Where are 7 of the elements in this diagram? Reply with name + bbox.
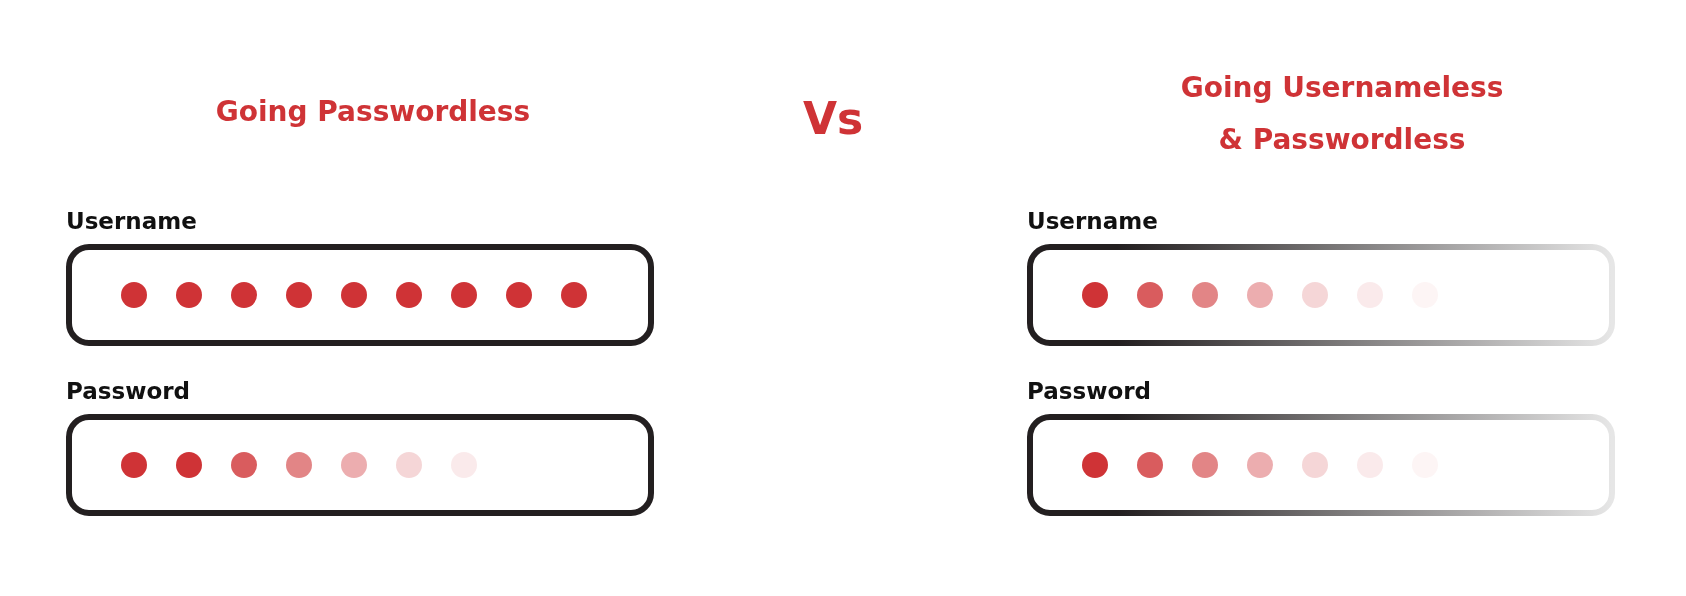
field-label: Username bbox=[66, 208, 197, 234]
heading: Going Passwordless bbox=[214, 94, 532, 130]
versus-label: Vs bbox=[801, 92, 865, 146]
heading: Going Usernameless & Passwordless bbox=[1179, 70, 1505, 158]
field-label: Password bbox=[1027, 378, 1151, 404]
field-label: Username bbox=[1027, 208, 1158, 234]
field-label: Password bbox=[66, 378, 190, 404]
